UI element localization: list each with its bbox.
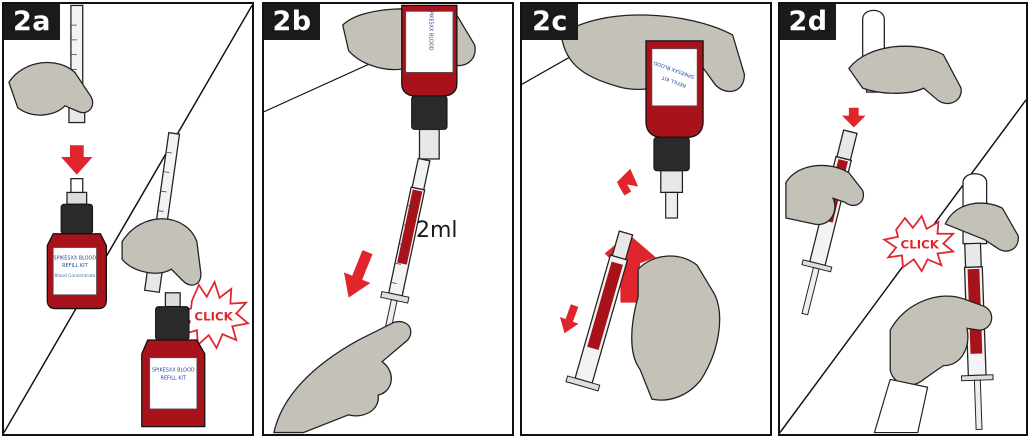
- click-callout: CLICK: [194, 309, 233, 323]
- bottle-label-text: REFILL KIT: [161, 375, 187, 381]
- panel-2c: SPIKESXX BLOOD REFILL KIT 2c: [520, 2, 772, 436]
- bottle-label: [150, 358, 197, 409]
- bottle-label-text: SPIKESXX BLOOD: [152, 368, 195, 374]
- step-label: 2d: [780, 4, 836, 40]
- panel-2a: SPIKESXX BLOOD REFILL KIT Blood Concentr…: [2, 2, 254, 436]
- panel-2d-illustration: CLICK: [780, 4, 1026, 434]
- volume-label: 2ml: [416, 218, 458, 243]
- bottle-cap: [412, 96, 447, 129]
- bottle-label-text: REFILL KIT: [62, 263, 88, 269]
- down-arrow-icon: [336, 272, 371, 303]
- bottle-label-text: Blood Concentrate: [54, 273, 95, 279]
- down-arrow-icon: [61, 145, 92, 175]
- panel-2d: CLICK 2d: [778, 2, 1028, 436]
- step-label: 2c: [522, 4, 578, 40]
- step-label: 2b: [264, 4, 320, 40]
- panel-2c-illustration: SPIKESXX BLOOD REFILL KIT: [522, 4, 770, 434]
- gloved-hand: [274, 322, 411, 433]
- bottle-label-text: SPIKESXX BLOOD: [54, 255, 97, 261]
- sleeve: [874, 379, 927, 432]
- gloved-hand: [632, 256, 720, 400]
- bottle-cap: [156, 307, 189, 340]
- panel-2a-illustration: SPIKESXX BLOOD REFILL KIT Blood Concentr…: [4, 4, 252, 434]
- gloved-hand: [849, 46, 961, 103]
- bottle-label-text: SPIKESXX BLOOD: [427, 8, 433, 51]
- down-arrow-icon: [842, 108, 866, 128]
- panel-2b: SPIKESXX BLOOD 2ml 2b: [262, 2, 514, 436]
- click-callout: CLICK: [901, 238, 940, 252]
- down-arrow-icon: [555, 317, 578, 337]
- step-label: 2a: [4, 4, 60, 40]
- panel-2b-illustration: SPIKESXX BLOOD: [264, 4, 512, 434]
- gloved-hand: [786, 165, 864, 224]
- bottle-cap: [654, 137, 689, 170]
- bottle-cap: [61, 204, 92, 234]
